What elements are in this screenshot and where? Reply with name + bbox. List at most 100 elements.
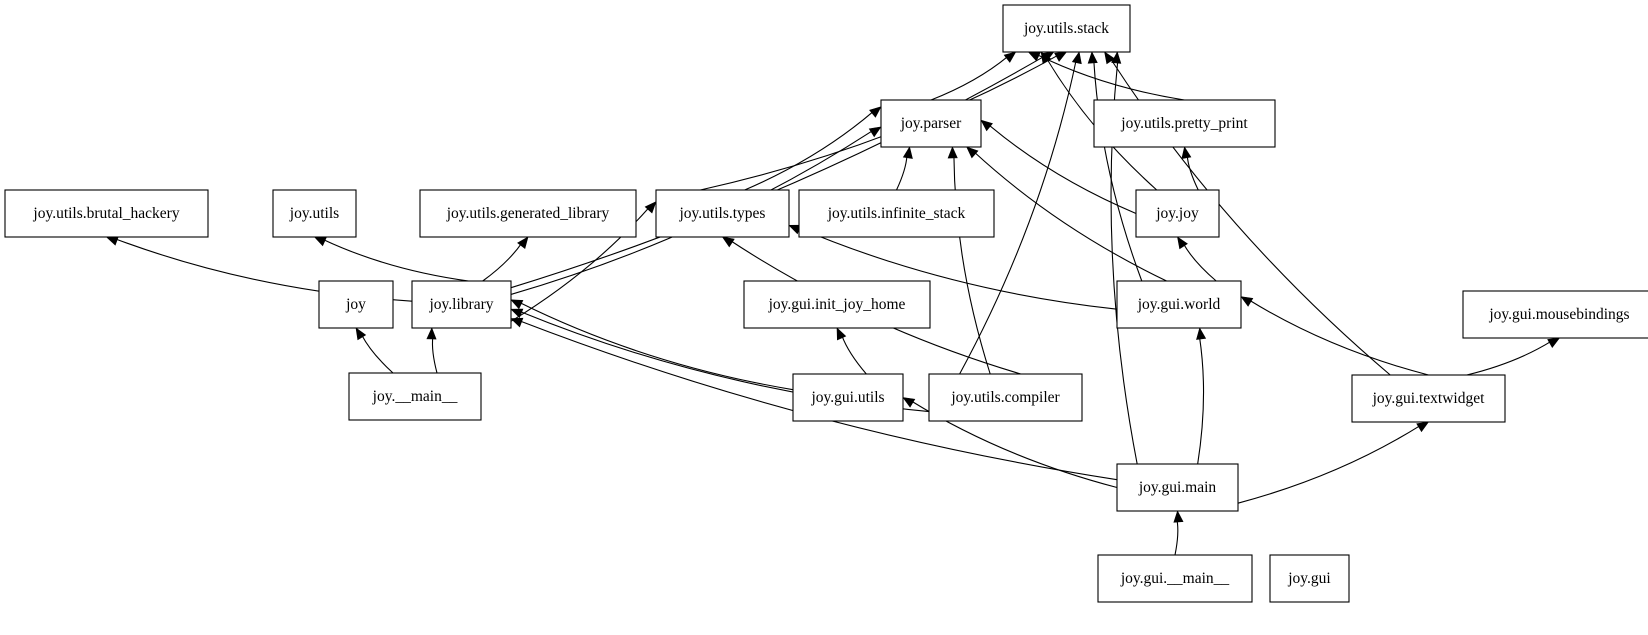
graph-node[interactable]: joy.utils.brutal_hackery	[4, 189, 209, 238]
graph-node[interactable]: joy.utils.types	[655, 189, 790, 238]
graph-node-box[interactable]	[928, 373, 1083, 422]
graph-node-label: joy	[345, 296, 366, 313]
graph-node[interactable]: joy.joy	[1135, 189, 1220, 238]
dependency-edge	[1174, 519, 1179, 556]
edge-arrowhead-icon	[868, 126, 882, 138]
graph-node-box[interactable]	[318, 280, 394, 329]
dependency-edge	[1197, 336, 1205, 465]
edge-arrowhead-icon	[1003, 51, 1017, 63]
graph-node[interactable]: joy.gui.utils	[792, 373, 904, 422]
edge-arrowhead-icon	[1181, 146, 1192, 159]
edge-arrowhead-icon	[902, 397, 916, 408]
edge-arrowhead-icon	[1111, 51, 1122, 64]
graph-node-box[interactable]	[1462, 290, 1648, 339]
graph-node[interactable]: joy.gui.init_joy_home	[743, 280, 931, 329]
graph-node-label: joy.gui	[1287, 570, 1331, 587]
graph-node-label: joy.gui.mousebindings	[1488, 306, 1629, 323]
graph-node-box[interactable]	[1097, 554, 1253, 603]
graph-node-box[interactable]	[4, 189, 209, 238]
graph-node-box[interactable]	[743, 280, 931, 329]
edge-arrowhead-icon	[1054, 51, 1068, 62]
edge-arrowhead-icon	[1547, 337, 1561, 349]
dependency-edge	[1036, 54, 1185, 101]
graph-node-box[interactable]	[1269, 554, 1350, 603]
edge-arrowhead-icon	[1041, 51, 1055, 63]
edge-arrowhead-icon	[721, 236, 735, 248]
graph-node-label: joy.utils.generated_library	[446, 205, 610, 222]
graph-node[interactable]: joy	[318, 280, 394, 329]
graph-node[interactable]: joy.utils.compiler	[928, 373, 1083, 422]
graph-node-label: joy.gui.utils	[810, 389, 884, 406]
dependency-edge	[841, 335, 867, 375]
graph-node-box[interactable]	[1116, 463, 1239, 512]
graph-node-box[interactable]	[1093, 99, 1276, 148]
graph-node[interactable]: joy.utils.generated_library	[419, 189, 637, 238]
graph-node[interactable]: joy.gui.world	[1116, 280, 1242, 329]
edge-arrowhead-icon	[869, 106, 882, 118]
graph-node-label: joy.utils.types	[679, 205, 766, 222]
dependency-edge	[797, 226, 1118, 310]
dependency-edge	[510, 55, 1046, 289]
graph-node-label: joy.gui.__main__	[1120, 570, 1230, 587]
graph-node-box[interactable]	[798, 189, 995, 238]
graph-node-box[interactable]	[792, 373, 904, 422]
edge-arrowhead-icon	[836, 327, 847, 341]
graph-node[interactable]: joy.utils.stack	[1002, 4, 1131, 53]
graph-node-box[interactable]	[1351, 374, 1506, 423]
dependency-edge	[896, 155, 908, 191]
graph-node[interactable]: joy.gui	[1269, 554, 1350, 603]
edge-arrowhead-icon	[510, 308, 524, 319]
graph-node-label: joy.library	[429, 296, 494, 313]
graph-node[interactable]: joy.gui.main	[1116, 463, 1239, 512]
dependency-edge	[1466, 340, 1552, 376]
graph-node-box[interactable]	[419, 189, 637, 238]
dependency-edge	[930, 56, 1009, 101]
graph-node[interactable]: joy.utils.infinite_stack	[798, 189, 995, 238]
graph-node-box[interactable]	[1002, 4, 1131, 53]
graph-node-label: joy.parser	[900, 115, 962, 132]
graph-node-label: joy.__main__	[372, 388, 458, 405]
graph-node-box[interactable]	[655, 189, 790, 238]
graph-node-box[interactable]	[1116, 280, 1242, 329]
graph-node-label: joy.gui.main	[1138, 479, 1217, 496]
graph-node-box[interactable]	[348, 372, 482, 421]
edge-arrowhead-icon	[1087, 51, 1098, 64]
graph-node-label: joy.gui.textwidget	[1372, 390, 1485, 407]
edge-arrowhead-icon	[105, 236, 119, 246]
graph-node[interactable]: joy.gui.textwidget	[1351, 374, 1506, 423]
graph-node[interactable]: joy.__main__	[348, 372, 482, 421]
graph-node-label: joy.utils.infinite_stack	[827, 205, 966, 222]
graph-node-box[interactable]	[880, 99, 982, 148]
dependency-edge	[322, 238, 469, 282]
graph-node[interactable]: joy.utils	[272, 189, 357, 238]
graph-node[interactable]: joy.gui.mousebindings	[1462, 290, 1648, 339]
edge-layer	[105, 51, 1561, 556]
graph-node[interactable]: joy.library	[411, 280, 512, 329]
dependency-edge	[988, 124, 1137, 215]
dependency-edge	[959, 60, 1077, 375]
node-layer: joy.utils.stack joy.parser joy.utils.prett…	[4, 4, 1648, 603]
edge-arrowhead-icon	[1173, 510, 1184, 523]
graph-node-label: joy.utils.compiler	[950, 389, 1060, 406]
dependency-edge	[1237, 425, 1421, 504]
graph-node-label: joy.utils.stack	[1023, 20, 1109, 37]
graph-node[interactable]: joy.parser	[880, 99, 982, 148]
graph-node-label: joy.gui.init_joy_home	[768, 296, 906, 313]
edge-arrowhead-icon	[313, 236, 327, 247]
graph-node-box[interactable]	[411, 280, 512, 329]
graph-node[interactable]: joy.gui.__main__	[1097, 554, 1253, 603]
graph-node-box[interactable]	[272, 189, 357, 238]
graph-node[interactable]: joy.utils.pretty_print	[1093, 99, 1276, 148]
dependency-edge	[700, 54, 1059, 191]
edge-arrowhead-icon	[426, 327, 437, 340]
graph-node-box[interactable]	[1135, 189, 1220, 238]
edge-arrowhead-icon	[1416, 421, 1430, 433]
edge-arrowhead-icon	[966, 146, 979, 159]
dependency-edge	[1182, 243, 1217, 282]
dependency-edge	[431, 336, 438, 374]
edge-arrowhead-icon	[1240, 296, 1254, 307]
edge-arrowhead-icon	[644, 201, 657, 214]
dependency-edge	[744, 110, 874, 191]
